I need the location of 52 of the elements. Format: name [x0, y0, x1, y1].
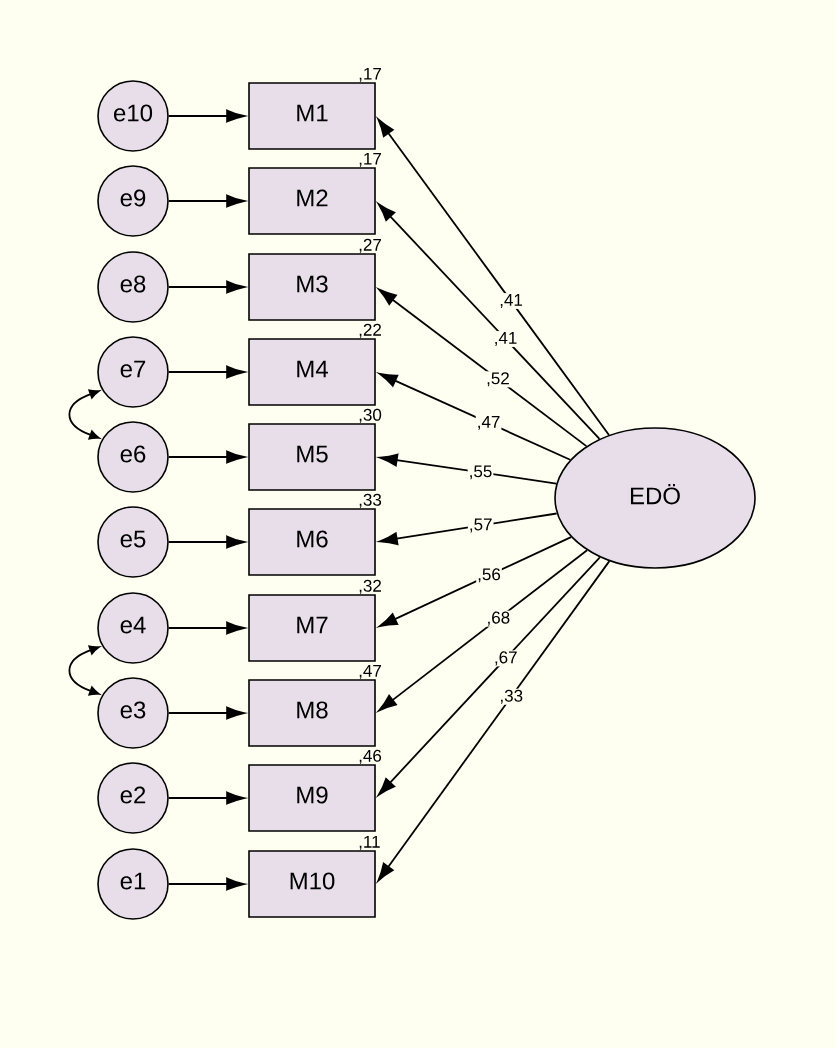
variable-box: M10 [248, 850, 376, 918]
arrow [167, 621, 245, 635]
arrow [167, 194, 245, 208]
arrow [378, 372, 572, 461]
arrow [379, 453, 558, 485]
arrow [167, 280, 245, 294]
value-label: ,27 [359, 238, 381, 253]
value-label: ,33 [359, 493, 382, 508]
edge-label: ,52 [487, 372, 509, 387]
arrow [377, 203, 601, 440]
arrow [167, 450, 245, 464]
arrow [167, 365, 245, 379]
value-label: ,17 [359, 67, 381, 82]
edge-label: ,56 [478, 568, 501, 583]
edge-label: ,41 [500, 294, 523, 308]
value-label: ,47 [359, 664, 381, 679]
edge-label: ,68 [488, 611, 510, 626]
arrow [167, 109, 245, 123]
value-label: ,32 [359, 579, 381, 594]
arrow [167, 791, 245, 805]
value-label: ,30 [359, 408, 382, 423]
arrow [167, 706, 245, 720]
arrow [379, 512, 558, 546]
arrow [378, 288, 588, 448]
arrow [377, 118, 610, 436]
arrow [377, 556, 601, 796]
arrow [378, 549, 588, 712]
variable-box: M9 [248, 764, 376, 832]
variable-box: M6 [248, 508, 376, 576]
variable-box: M7 [248, 594, 376, 662]
edge-label: ,33 [500, 689, 523, 704]
variable-box: M2 [248, 167, 376, 235]
edge-label: ,55 [470, 465, 492, 480]
variable-box: M3 [248, 253, 376, 321]
edge-label: ,47 [478, 415, 500, 430]
covariance-arrow [68, 389, 100, 440]
arrow [378, 536, 572, 628]
value-label: ,11 [359, 835, 380, 850]
variable-box: M4 [248, 338, 376, 406]
arrow [377, 560, 611, 882]
variable-box: M5 [248, 423, 376, 491]
arrow [167, 535, 245, 549]
variable-box: M8 [248, 679, 376, 747]
value-label: ,17 [359, 152, 381, 167]
arrow [167, 877, 245, 891]
value-label: ,46 [359, 749, 382, 764]
variable-box: M1 [248, 82, 376, 150]
edge-label: ,57 [470, 518, 492, 533]
edge-label: ,67 [495, 651, 517, 666]
edge-label: ,41 [495, 332, 517, 346]
covariance-arrow [68, 645, 100, 696]
value-label: ,22 [359, 323, 381, 338]
